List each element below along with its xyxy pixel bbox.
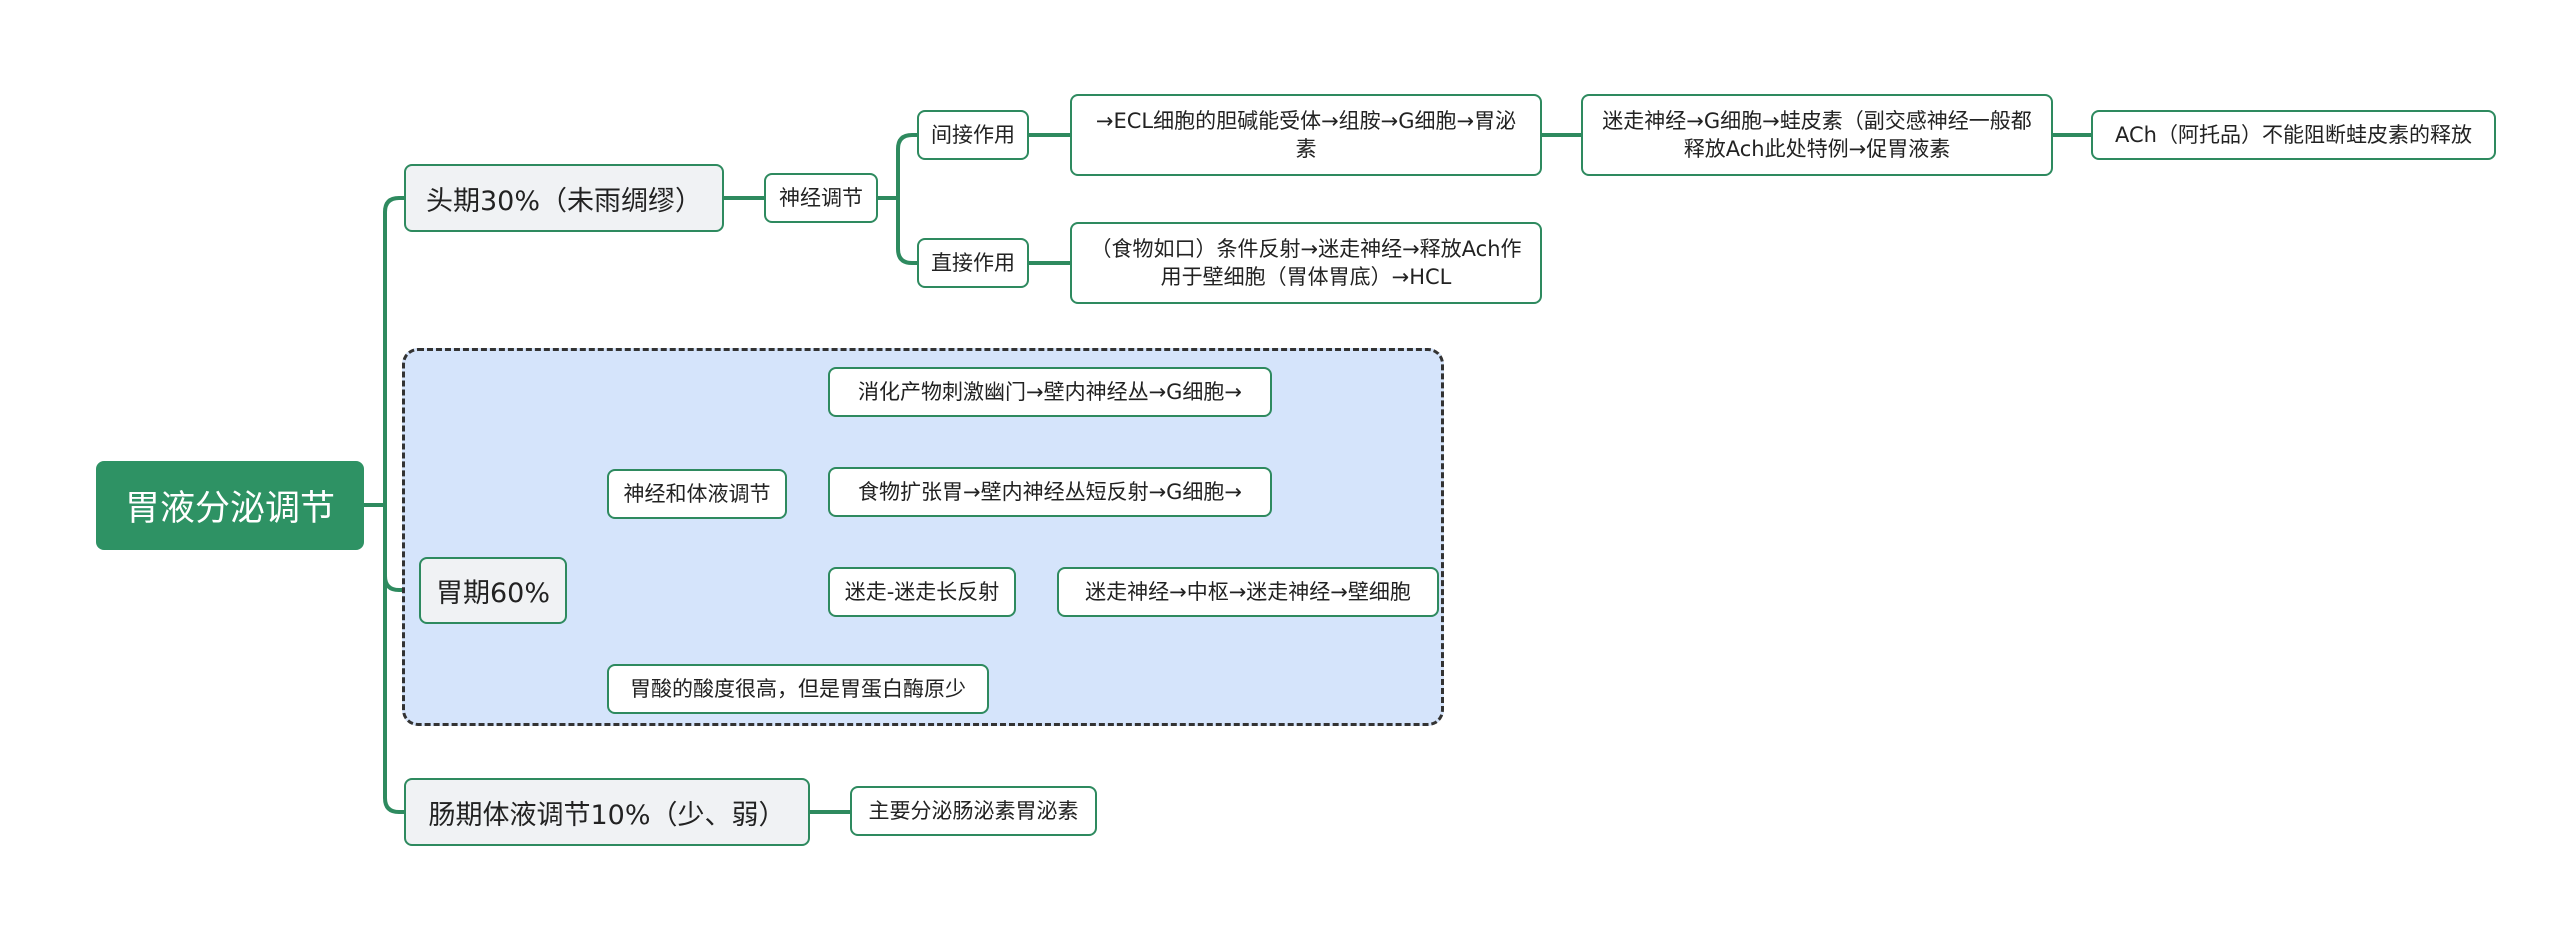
vagus-bombesin-node[interactable]: 迷走神经→G细胞→蛙皮素（副交感神经一般都释放Ach此处特例→促胃液素 — [1581, 94, 2053, 176]
intestinal-phase-node[interactable]: 肠期体液调节10%（少、弱） — [404, 778, 810, 846]
root-topic[interactable]: 胃液分泌调节 — [96, 461, 364, 550]
indirect-action-node[interactable]: 间接作用 — [917, 110, 1029, 160]
stomach-distension-node[interactable]: 食物扩张胃→壁内神经丛短反射→G细胞→ — [828, 467, 1272, 517]
edge-nerve-branch-1 — [896, 196, 919, 265]
conditioned-reflex-node[interactable]: （食物如口）条件反射→迷走神经→释放Ach作用于壁细胞（胃体胃底）→HCL — [1070, 222, 1542, 304]
head-phase-node[interactable]: 头期30%（未雨绸缪） — [404, 164, 724, 232]
direct-action-node[interactable]: 直接作用 — [917, 238, 1029, 288]
edge-nerve-branch-0 — [896, 133, 919, 200]
acidity-note-node[interactable]: 胃酸的酸度很高，但是胃蛋白酶原少 — [607, 664, 989, 714]
edge-root-branch-2 — [383, 503, 406, 814]
atropine-note-node[interactable]: ACh（阿托品）不能阻断蛙皮素的释放 — [2091, 110, 2496, 160]
edge-root-branch-0 — [383, 196, 406, 507]
pylorus-stimulation-node[interactable]: 消化产物刺激幽门→壁内神经丛→G细胞→ — [828, 367, 1272, 417]
intestinal-hormone-node[interactable]: 主要分泌肠泌素胃泌素 — [850, 786, 1097, 836]
neurohumoral-node[interactable]: 神经和体液调节 — [607, 469, 787, 519]
ecl-pathway-node[interactable]: →ECL细胞的胆碱能受体→组胺→G细胞→胃泌素 — [1070, 94, 1542, 176]
vagal-pathway-node[interactable]: 迷走神经→中枢→迷走神经→壁细胞 — [1057, 567, 1439, 617]
vago-vagal-reflex-node[interactable]: 迷走-迷走长反射 — [828, 567, 1016, 617]
gastric-phase-node[interactable]: 胃期60% — [419, 557, 567, 624]
nerve-regulation-node[interactable]: 神经调节 — [764, 173, 878, 223]
